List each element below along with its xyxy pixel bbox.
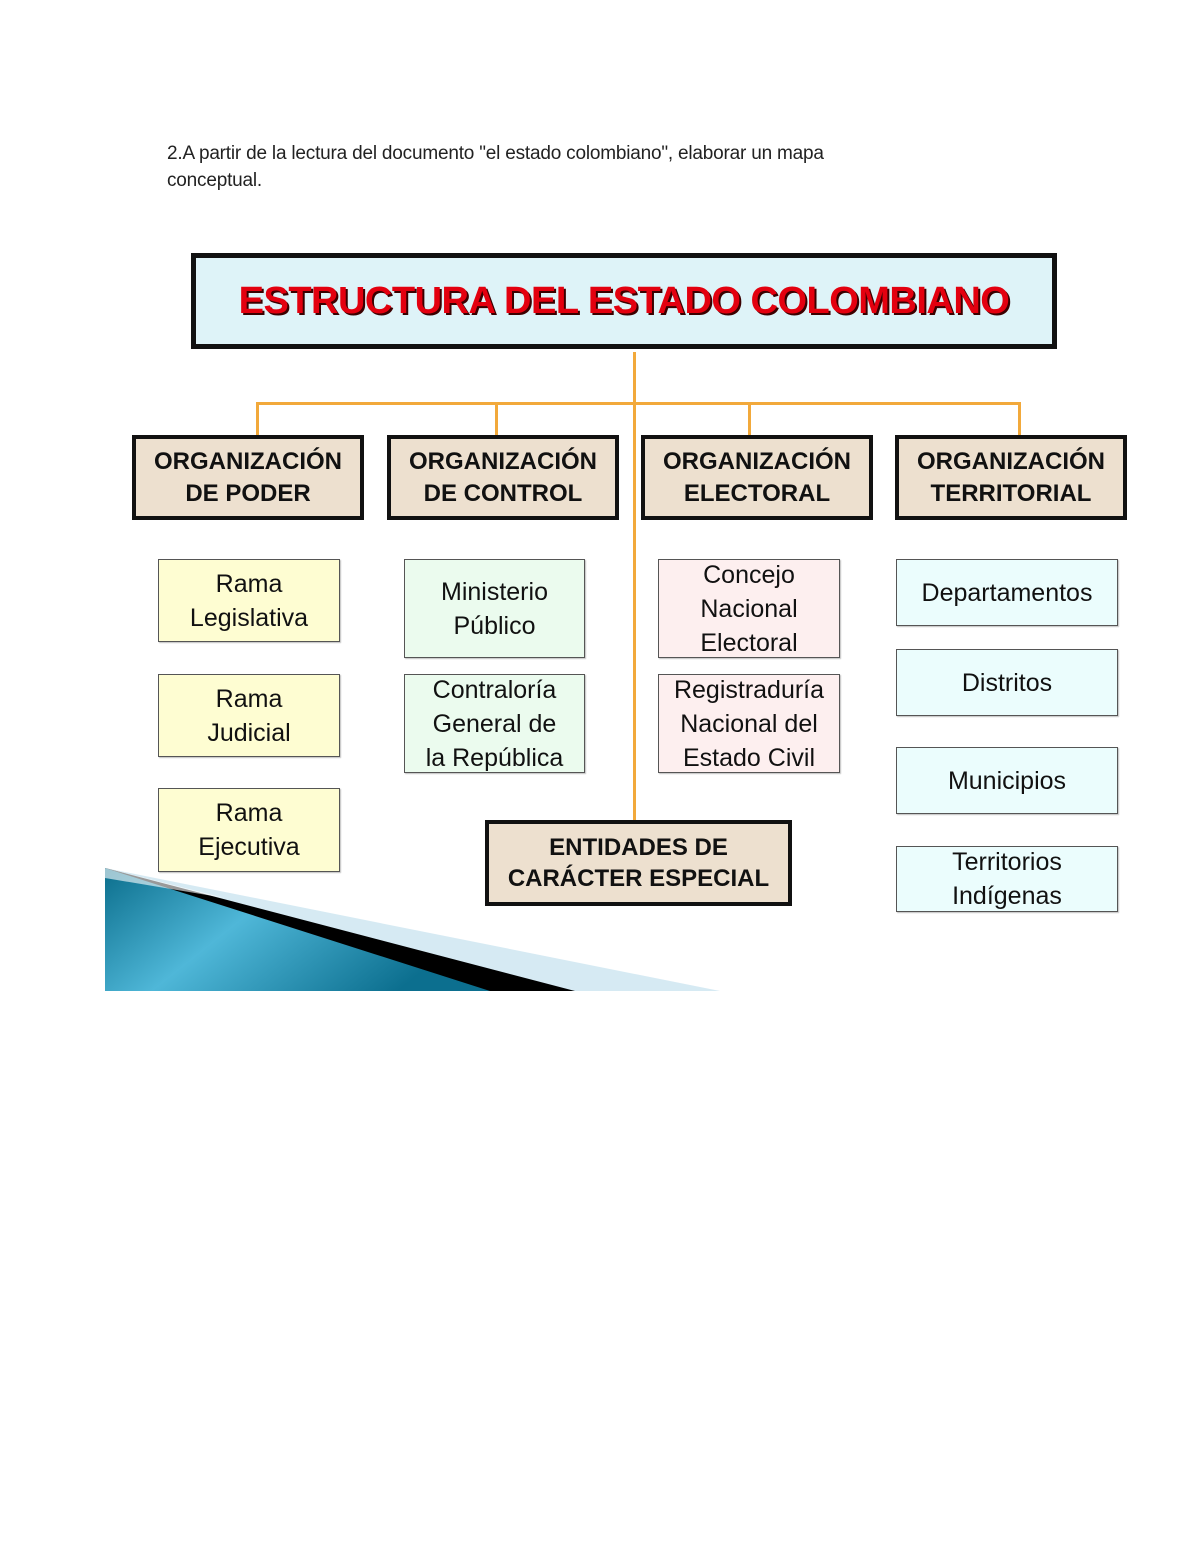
item-label-line: Ministerio: [441, 577, 548, 606]
item-label-line: la República: [425, 743, 564, 772]
item-label-line: Indígenas: [952, 882, 1062, 910]
connector-control: [495, 402, 498, 436]
connector-horizontal: [256, 402, 1021, 405]
item-label-line: Nacional: [700, 594, 798, 623]
category-organizacion-electoral: ORGANIZACIÓN ELECTORAL: [641, 435, 873, 520]
category-entidades-caracter-especial: ENTIDADES DE CARÁCTER ESPECIAL: [485, 820, 792, 906]
item-label-line: Municipios: [947, 766, 1067, 795]
special-label-line: CARÁCTER ESPECIAL: [507, 865, 770, 892]
item-label-line: Rama: [215, 569, 283, 598]
category-label-line: DE CONTROL: [423, 479, 583, 507]
item-distritos: Distritos: [896, 649, 1118, 716]
item-label-line: Distritos: [961, 668, 1053, 697]
category-label-line: ORGANIZACIÓN: [917, 447, 1105, 475]
item-label-line: Legislativa: [189, 603, 309, 632]
item-rama-judicial: Rama Judicial: [158, 674, 340, 757]
item-label-line: Nacional del: [680, 709, 818, 738]
category-organizacion-de-control: ORGANIZACIÓN DE CONTROL: [387, 435, 619, 520]
item-concejo-nacional-electoral: Concejo Nacional Electoral: [658, 559, 840, 658]
item-label-line: Territorios: [952, 848, 1062, 876]
item-label-line: Contraloría: [432, 675, 557, 704]
diagram-title: ESTRUCTURA DEL ESTADO COLOMBIANO: [238, 279, 1010, 322]
instruction-text: 2.A partir de la lectura del documento "…: [167, 140, 967, 194]
item-label-line: Judicial: [207, 718, 291, 747]
item-label-line: Estado Civil: [683, 743, 815, 772]
diagram-title-box: ESTRUCTURA DEL ESTADO COLOMBIANO: [191, 253, 1057, 349]
decorative-swoosh-graphic: [105, 868, 720, 991]
category-organizacion-de-poder: ORGANIZACIÓN DE PODER: [132, 435, 364, 520]
item-label-line: Público: [453, 611, 536, 640]
special-label-line: ENTIDADES DE: [549, 834, 728, 861]
item-contraloria-general: Contraloría General de la República: [404, 674, 585, 773]
connector-trunk: [633, 352, 636, 820]
item-registraduria-nacional: Registraduría Nacional del Estado Civil: [658, 674, 840, 773]
item-label-line: Rama: [215, 684, 283, 713]
item-departamentos: Departamentos: [896, 559, 1118, 626]
category-label-line: TERRITORIAL: [930, 479, 1092, 507]
item-label-line: Registraduría: [673, 675, 825, 704]
instruction-line-1: 2.A partir de la lectura del documento "…: [167, 143, 824, 164]
category-organizacion-territorial: ORGANIZACIÓN TERRITORIAL: [895, 435, 1127, 520]
concept-map: ESTRUCTURA DEL ESTADO COLOMBIANO ORGANIZ…: [105, 250, 1135, 991]
connector-poder: [256, 402, 259, 436]
item-label-line: Rama: [215, 799, 283, 827]
item-rama-legislativa: Rama Legislativa: [158, 559, 340, 642]
connector-electoral: [748, 402, 751, 436]
category-label-line: ORGANIZACIÓN: [154, 447, 342, 475]
category-label-line: ORGANIZACIÓN: [409, 447, 597, 475]
item-municipios: Municipios: [896, 747, 1118, 814]
item-rama-ejecutiva: Rama Ejecutiva: [158, 788, 340, 872]
item-label-line: Ejecutiva: [198, 833, 300, 861]
category-label-line: ORGANIZACIÓN: [663, 447, 851, 475]
item-ministerio-publico: Ministerio Público: [404, 559, 585, 658]
category-label-line: DE PODER: [185, 479, 311, 507]
instruction-line-2: conceptual.: [167, 170, 262, 191]
item-label-line: Electoral: [700, 628, 798, 657]
item-label-line: Concejo: [703, 560, 795, 589]
item-territorios-indigenas: Territorios Indígenas: [896, 846, 1118, 912]
category-label-line: ELECTORAL: [683, 479, 831, 507]
item-label-line: General de: [432, 709, 557, 738]
item-label-line: Departamentos: [921, 578, 1093, 607]
connector-territorial: [1018, 402, 1021, 436]
